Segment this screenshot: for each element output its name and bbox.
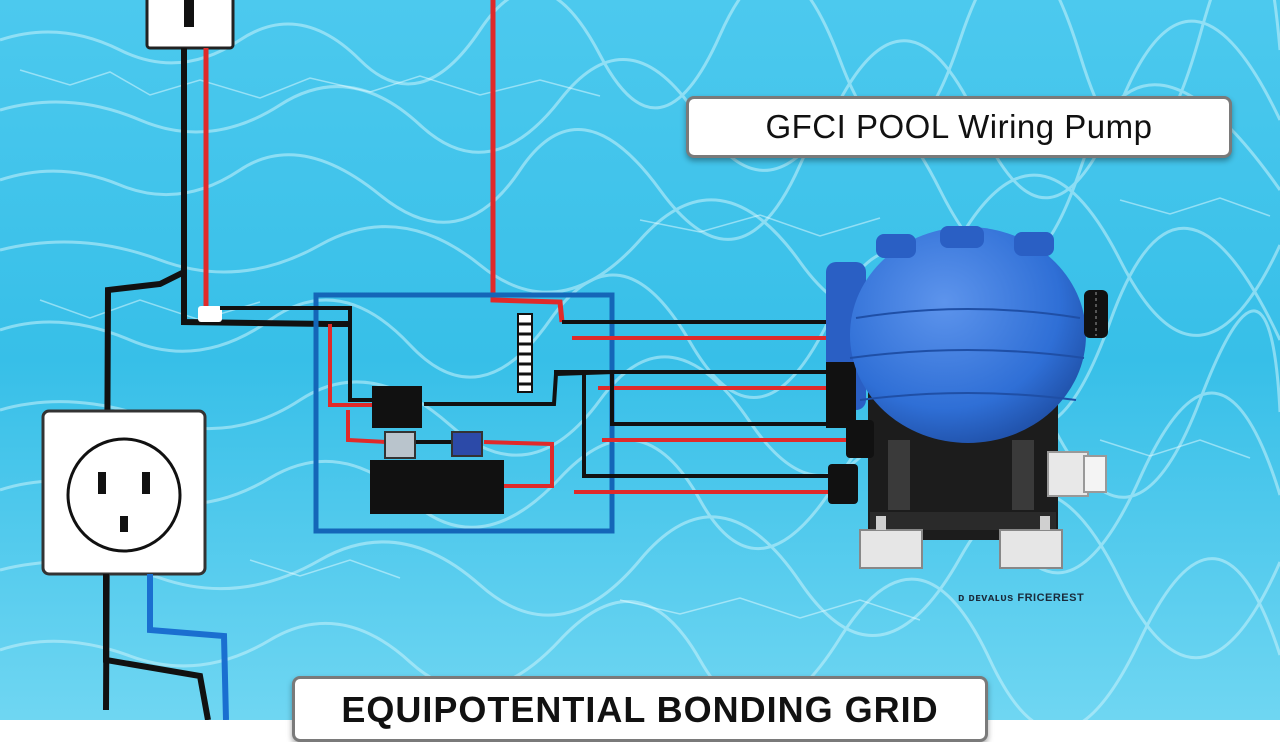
wire-connector [198, 306, 222, 322]
terminal-strip [517, 313, 533, 393]
wire-hot-main [490, 0, 565, 323]
wall-plug-icon [145, 0, 235, 50]
bonding-grid-label: EQUIPOTENTIAL BONDING GRID [292, 676, 988, 742]
pool-pump-icon [826, 226, 1108, 569]
pump-caption: ᴅ ᴅᴇᴠᴀʟᴜs FRICEREST [958, 592, 1085, 604]
terminal-switch [384, 431, 416, 459]
terminal-indicator [451, 431, 483, 457]
gfci-breaker [372, 386, 422, 428]
wire-bond-down [103, 574, 229, 720]
wires-to-pump [554, 320, 846, 494]
power-outlet-icon [41, 409, 207, 576]
water-caustics-fine [19, 69, 1271, 621]
diagram-title: GFCI POOL Wiring Pump [686, 96, 1232, 158]
timer-block [370, 460, 504, 514]
